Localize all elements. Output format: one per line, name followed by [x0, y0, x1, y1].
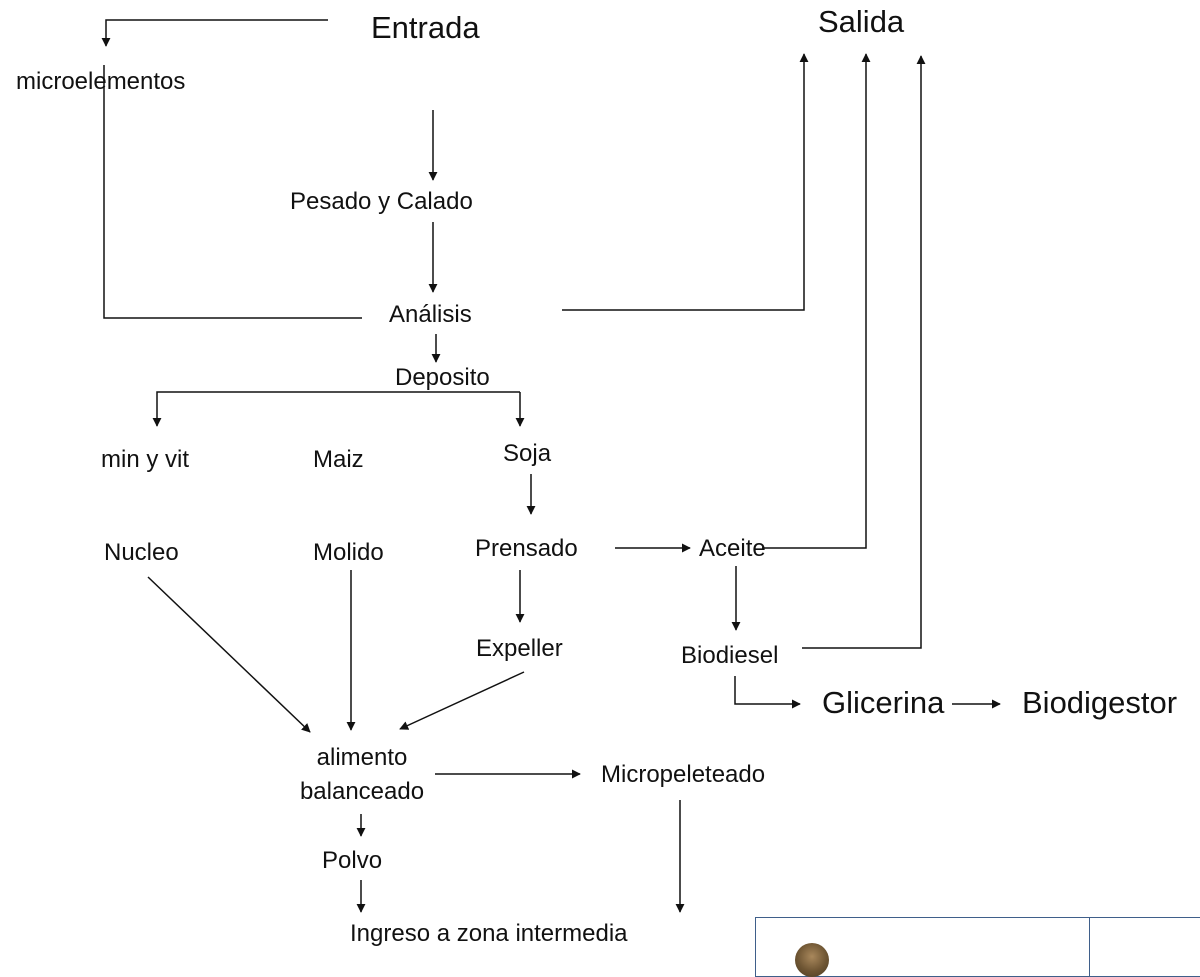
- arrow-expeller-alimento: [399, 671, 525, 730]
- node-soja: Soja: [503, 440, 552, 467]
- node-molido: Molido: [313, 539, 384, 566]
- node-polvo: Polvo: [322, 847, 383, 874]
- node-nucleo: Nucleo: [104, 539, 179, 566]
- node-entrada: Entrada: [371, 10, 480, 45]
- node-expeller: Expeller: [476, 635, 563, 662]
- arrow-nucleo-alimento: [147, 576, 311, 733]
- corner-table-divider: [1089, 917, 1090, 977]
- arrow-entrada-microelementos: [101, 19, 328, 47]
- node-deposito: Deposito: [395, 364, 490, 391]
- seal-logo-icon: [795, 943, 829, 977]
- node-pesado-calado: Pesado y Calado: [290, 188, 473, 215]
- arrow-aceite-salida: [762, 53, 871, 549]
- node-alimento-line2: balanceado: [299, 778, 425, 805]
- arrow-biodiesel-glicerina: [734, 676, 801, 709]
- node-maiz: Maiz: [313, 446, 364, 473]
- node-salida: Salida: [818, 4, 905, 39]
- line-microelementos-analisis: [103, 65, 362, 319]
- node-min-vit: min y vit: [101, 446, 190, 473]
- arrow-biodiesel-salida: [802, 55, 926, 649]
- node-aceite: Aceite: [699, 535, 766, 562]
- arrow-analisis-salida: [562, 53, 809, 311]
- node-analisis: Análisis: [389, 301, 472, 328]
- node-alimento-line1: alimento: [316, 744, 408, 771]
- node-biodigestor: Biodigestor: [1022, 685, 1178, 720]
- node-microelementos: microelementos: [16, 68, 186, 95]
- arrow-deposito-minvit: [152, 391, 520, 427]
- node-micropeleteado: Micropeleteado: [601, 761, 766, 788]
- node-prensado: Prensado: [475, 535, 578, 562]
- node-glicerina: Glicerina: [822, 685, 945, 720]
- node-biodiesel: Biodiesel: [681, 642, 779, 669]
- node-ingreso: Ingreso a zona intermedia: [350, 920, 628, 947]
